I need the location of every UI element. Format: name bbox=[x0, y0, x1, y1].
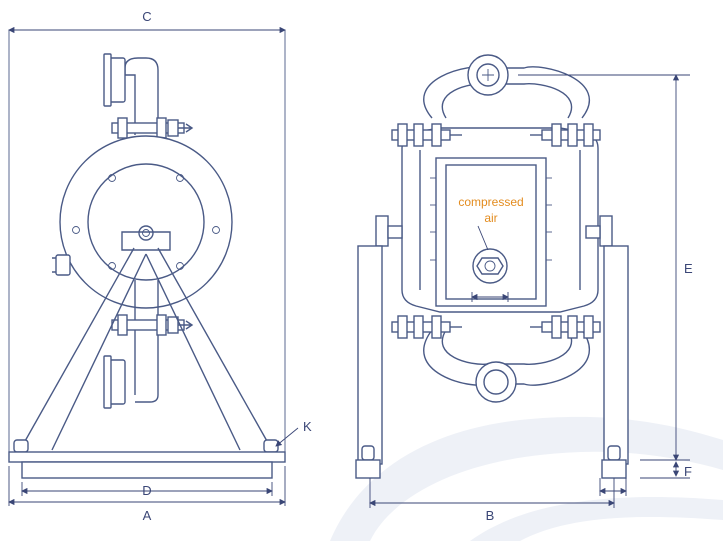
label-f: F bbox=[684, 464, 692, 479]
label-a: A bbox=[143, 508, 152, 523]
side-view bbox=[8, 29, 286, 479]
side-dimensions bbox=[8, 26, 299, 506]
label-k: K bbox=[303, 419, 312, 434]
compressed-air-label: compressed bbox=[458, 195, 523, 209]
label-c: C bbox=[142, 9, 151, 24]
label-e: E bbox=[684, 261, 693, 276]
label-b: B bbox=[486, 508, 495, 523]
front-dimensions bbox=[369, 74, 690, 508]
label-d: D bbox=[142, 483, 151, 498]
air-label: air bbox=[484, 211, 497, 225]
background-swoosh bbox=[330, 416, 723, 541]
front-view bbox=[355, 54, 629, 479]
